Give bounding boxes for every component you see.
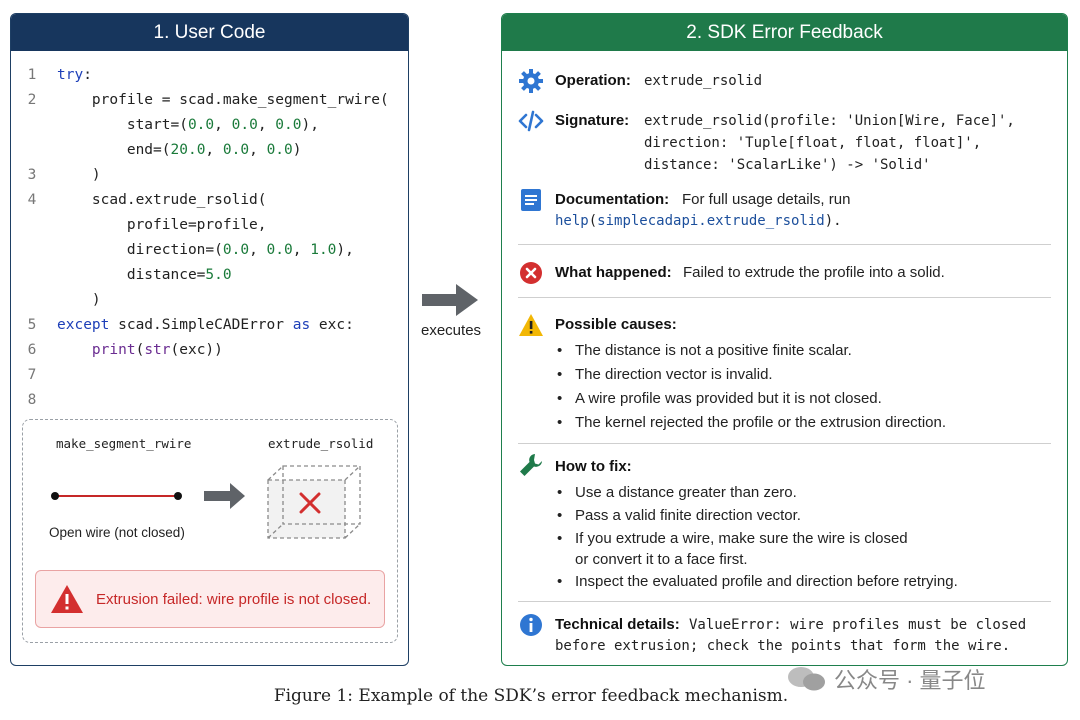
what-happened-text: Failed to extrude the profile into a sol…	[683, 264, 945, 281]
figure-caption: Figure 1: Example of the SDK’s error fee…	[273, 686, 789, 706]
segment-function-label: make_segment_rwire	[56, 436, 192, 451]
fix-item: Pass a valid finite direction vector.	[557, 507, 801, 524]
line-number: 7	[27, 367, 37, 383]
code-line: )	[57, 167, 101, 183]
error-icon	[520, 262, 542, 284]
executes-label: executes	[421, 322, 482, 339]
fix-item: Use a distance greater than zero.	[557, 484, 797, 501]
code-line: direction=(0.0, 0.0, 1.0),	[57, 242, 354, 258]
code-line: except scad.SimpleCADError as exc:	[57, 317, 354, 333]
extrusion-error-box: Extrusion failed: wire profile is not cl…	[35, 570, 385, 628]
user-code-header: 1. User Code	[11, 14, 408, 51]
technical-details-line-2: before extrusion; check the points that …	[555, 638, 1011, 654]
documentation-link[interactable]: help(simplecadapi.extrude_rsolid).	[555, 213, 842, 229]
fix-item-continuation: or convert it to a face first.	[575, 551, 748, 568]
line-number	[11, 289, 53, 311]
operation-value: extrude_rsolid	[644, 73, 763, 89]
possible-causes-label: Possible causes:	[555, 316, 677, 333]
failed-solid-cube-icon	[267, 465, 361, 539]
documentation-text: For full usage details, run	[682, 191, 851, 208]
help-function-link[interactable]: help	[555, 213, 589, 229]
line-number	[11, 114, 53, 136]
section-divider	[518, 297, 1051, 298]
technical-details-label: Technical details:	[555, 616, 680, 633]
executes-arrow-icon	[422, 284, 478, 316]
code-line: print(str(exc))	[91, 342, 223, 358]
operation-label: Operation:	[555, 72, 631, 89]
section-divider	[518, 244, 1051, 245]
operation-sketch: make_segment_rwire extrude_rsolid	[22, 419, 398, 643]
wire-start-point	[51, 492, 59, 500]
user-code-panel: 1. User Code 1 try: 2 profile = scad.make_…	[10, 13, 409, 666]
extrude-function-label: extrude_rsolid	[268, 436, 374, 451]
gear-icon	[519, 69, 543, 93]
sketch-graphics	[51, 465, 361, 539]
documentation-link-suffix: .	[833, 213, 842, 229]
cause-item: The distance is not a positive finite sc…	[557, 342, 852, 359]
wire-end-point	[174, 492, 182, 500]
code-line: )	[57, 292, 101, 308]
line-number: 4	[27, 192, 37, 208]
technical-details-line-1: ValueError: wire profiles must be closed	[689, 617, 1027, 633]
info-icon	[520, 614, 542, 636]
code-line: end=(20.0, 0.0, 0.0)	[57, 142, 302, 158]
line-number: 2	[27, 92, 37, 108]
line-number	[11, 239, 53, 261]
line-number: 6	[27, 342, 37, 358]
line-number: 8	[27, 392, 37, 408]
wire-caption: Open wire (not closed)	[49, 525, 185, 540]
code-line: distance=5.0	[57, 267, 232, 283]
document-icon	[521, 189, 541, 211]
line-number	[11, 139, 53, 161]
line-number: 1	[27, 67, 37, 83]
extrusion-error-message: Extrusion failed: wire profile is not cl…	[96, 590, 372, 608]
wrench-icon	[520, 454, 542, 476]
code-line: profile = scad.make_segment_rwire(	[57, 92, 389, 108]
fix-item: Inspect the evaluated profile and direct…	[557, 573, 958, 590]
sdk-feedback-header: 2. SDK Error Feedback	[502, 14, 1067, 51]
section-divider	[518, 443, 1051, 444]
code-line: try:	[57, 67, 92, 83]
cause-item: The direction vector is invalid.	[557, 366, 773, 383]
cause-item: A wire profile was provided but it is no…	[557, 390, 882, 407]
sketch-arrow-icon	[204, 483, 245, 509]
signature-line-2: direction: 'Tuple[float, float, float]',	[644, 135, 982, 151]
line-number: 3	[27, 167, 37, 183]
code-line: start=(0.0, 0.0, 0.0),	[57, 117, 319, 133]
watermark: 公众号 · 量子位	[786, 663, 986, 695]
signature-line-3: distance: 'ScalarLike') -> 'Solid'	[644, 157, 931, 173]
watermark-text: 公众号 · 量子位	[834, 668, 986, 693]
fix-item: If you extrude a wire, make sure the wir…	[557, 530, 908, 547]
section-divider	[518, 601, 1051, 602]
line-number: 5	[27, 317, 37, 333]
cross-icon	[299, 492, 321, 514]
help-function-arg[interactable]: simplecadapi.extrude_rsolid	[597, 213, 825, 229]
documentation-label: Documentation:	[555, 191, 670, 208]
wechat-logo-icon	[788, 667, 825, 691]
code-line: profile=profile,	[57, 217, 267, 233]
code-icon	[518, 110, 544, 132]
how-to-fix-label: How to fix:	[555, 458, 632, 475]
cause-item: The kernel rejected the profile or the e…	[557, 414, 946, 431]
code-line: scad.extrude_rsolid(	[57, 192, 267, 208]
warning-icon	[519, 314, 543, 336]
line-number	[11, 264, 53, 286]
signature-line-1: extrude_rsolid(profile: 'Union[Wire, Fac…	[644, 113, 1015, 129]
what-happened-label: What happened:	[555, 264, 672, 281]
warning-triangle-icon	[51, 585, 83, 613]
signature-label: Signature:	[555, 112, 630, 129]
line-number	[11, 214, 53, 236]
sdk-error-feedback-panel: 2. SDK Error Feedback Operation: extrude…	[501, 13, 1068, 666]
